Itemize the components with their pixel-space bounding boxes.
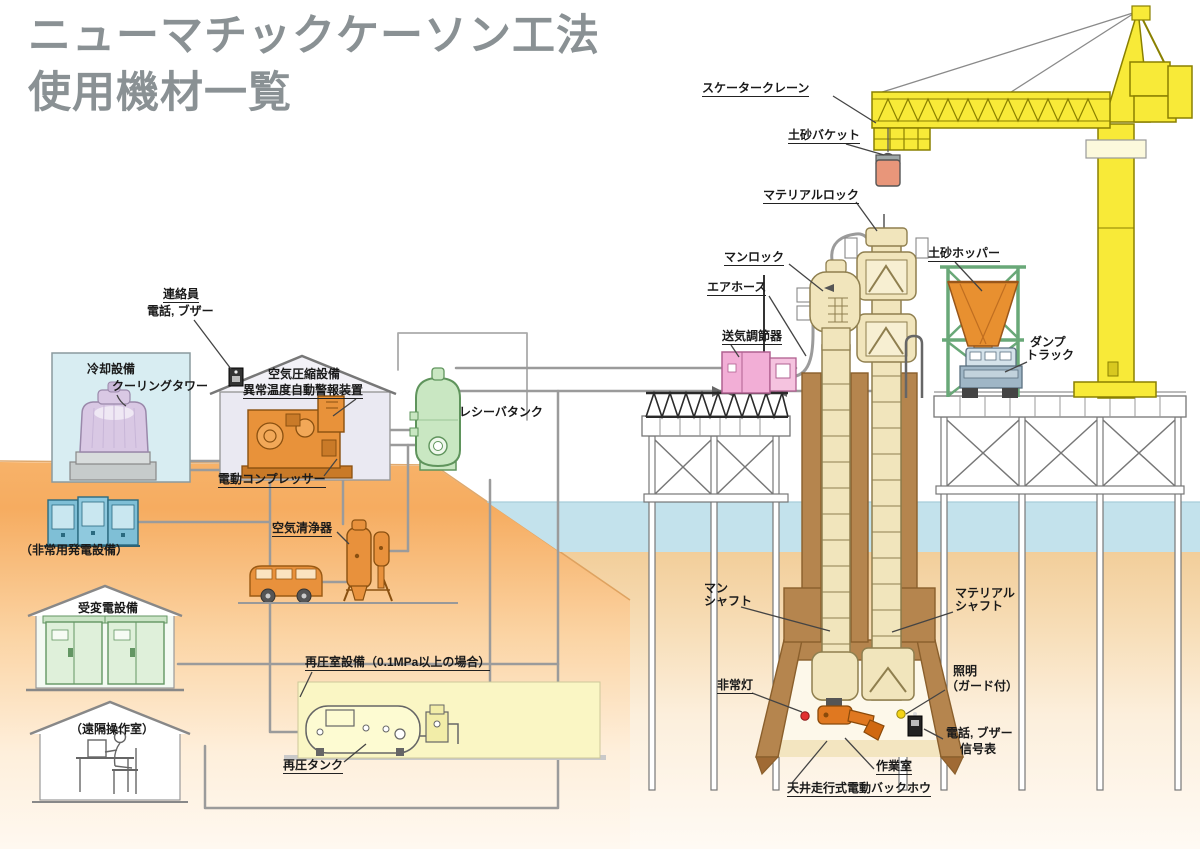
electric-backhoe [817, 698, 885, 741]
label-compressor-plant-1: 空気圧縮設備 [268, 367, 341, 381]
label-lighting-1: 照明 [953, 664, 978, 678]
substation [26, 584, 184, 692]
crane-mast [1097, 123, 1135, 399]
cutting-edge-right [939, 756, 964, 776]
label-ceiling-backhoe: 天井走行式電動バックホウ [787, 781, 932, 797]
compressor-house [209, 354, 397, 481]
caisson [755, 214, 964, 776]
label-man-lock: マンロック [724, 250, 785, 266]
label-emergency-light: 非常灯 [717, 678, 754, 694]
recompression-tank-shape [305, 705, 421, 756]
label-phone-buzzer-2: 信号表 [960, 742, 997, 756]
air-regulator-unit [721, 351, 797, 394]
caisson-wall-middle [850, 372, 869, 643]
crane-jib [871, 91, 1111, 129]
phone-buzzer-box [907, 712, 923, 737]
soil-bucket-hanging [875, 128, 901, 187]
caisson-wall-left [801, 372, 822, 591]
page-title: ニューマチックケーソン工法 使用機材一覧 [28, 8, 600, 122]
label-man-shaft-1: マン [704, 581, 729, 595]
label-air-hose: エアホース [707, 280, 767, 296]
label-air-regulator: 送気調節器 [722, 329, 783, 345]
label-soil-bucket: 土砂バケット [788, 128, 861, 144]
material-shaft [871, 243, 902, 701]
label-compressor-plant-2: 異常温度自動警報装置 [243, 383, 364, 399]
label-receiver-tank: レシーバタンク [459, 405, 543, 419]
man-lock [796, 259, 861, 351]
electric-compressor-unit [241, 395, 353, 479]
counterweight-3 [1167, 65, 1193, 119]
leader-lines [116, 95, 1028, 784]
deck-truss [645, 390, 789, 420]
crane-cable-1 [875, 11, 1137, 95]
left-staging [641, 275, 797, 791]
counterweight-1 [1129, 61, 1171, 97]
cooling-tower [69, 381, 157, 481]
chamber-floor [768, 740, 952, 757]
dump-truck [959, 347, 1023, 398]
blow-pipe [904, 334, 924, 398]
remote-control-line [203, 389, 560, 810]
operator-figure [76, 730, 138, 794]
label-skater-crane: スケータークレーン [702, 81, 810, 97]
label-cooling-2: クーリングタワー [112, 379, 209, 393]
label-working-chamber: 作業室 [876, 759, 913, 775]
label-liaison-1: 連絡員 [163, 287, 200, 303]
left-deck [641, 415, 791, 437]
label-lighting-2: （ガード付） [946, 679, 1019, 693]
label-dump-truck-2: トラック [1026, 348, 1075, 362]
label-dump-truck-1: ダンプ [1030, 335, 1066, 349]
label-air-cleaner: 空気清浄器 [272, 521, 333, 537]
label-substation: 受変電設備 [78, 601, 139, 615]
cutting-edge-left [755, 756, 780, 776]
crane-cable-2 [1007, 11, 1137, 95]
caisson-wall-right [900, 372, 918, 591]
emergency-generator [44, 496, 140, 547]
soil-hopper [940, 265, 1026, 397]
label-remote-room: （遠隔操作室） [70, 722, 155, 736]
label-man-shaft-2: シャフト [704, 594, 753, 608]
man-shaft [821, 344, 851, 701]
bucket-body [875, 159, 901, 187]
label-phone-buzzer-1: 電話, ブザー [946, 726, 1013, 740]
remote-operation-room [29, 700, 191, 803]
service-van [249, 565, 323, 604]
page-title-line1: ニューマチックケーソン工法 [28, 12, 600, 60]
label-recompression-tank: 再圧タンク [283, 758, 344, 774]
label-material-lock: マテリアルロック [763, 188, 859, 204]
receiver-tank [409, 367, 461, 471]
label-material-shaft-2: シャフト [955, 599, 1004, 613]
liaison-phone-box [228, 367, 244, 387]
emergency-light-dot [800, 711, 810, 721]
label-electric-compressor: 電動コンプレッサー [218, 472, 326, 488]
air-cleaner-unit [343, 519, 393, 602]
guarded-light-dot [896, 709, 906, 719]
label-liaison-2: 電話, ブザー [147, 304, 214, 318]
label-soil-hopper: 土砂ホッパー [928, 246, 1001, 262]
material-lock [844, 214, 929, 363]
label-emergency-generator: （非常用発電設備） [20, 543, 129, 557]
recompression-room [284, 681, 606, 760]
label-recompression-room: 再圧室設備（0.1MPa以上の場合） [305, 655, 491, 671]
tower-crane [871, 5, 1193, 399]
page-title-line2: 使用機材一覧 [28, 68, 292, 117]
cooling-unit [51, 352, 191, 483]
recompression-pump [420, 704, 459, 744]
crane-base [1073, 381, 1157, 398]
label-material-shaft-1: マテリアル [955, 586, 1015, 600]
label-cooling-1: 冷却設備 [87, 362, 136, 376]
